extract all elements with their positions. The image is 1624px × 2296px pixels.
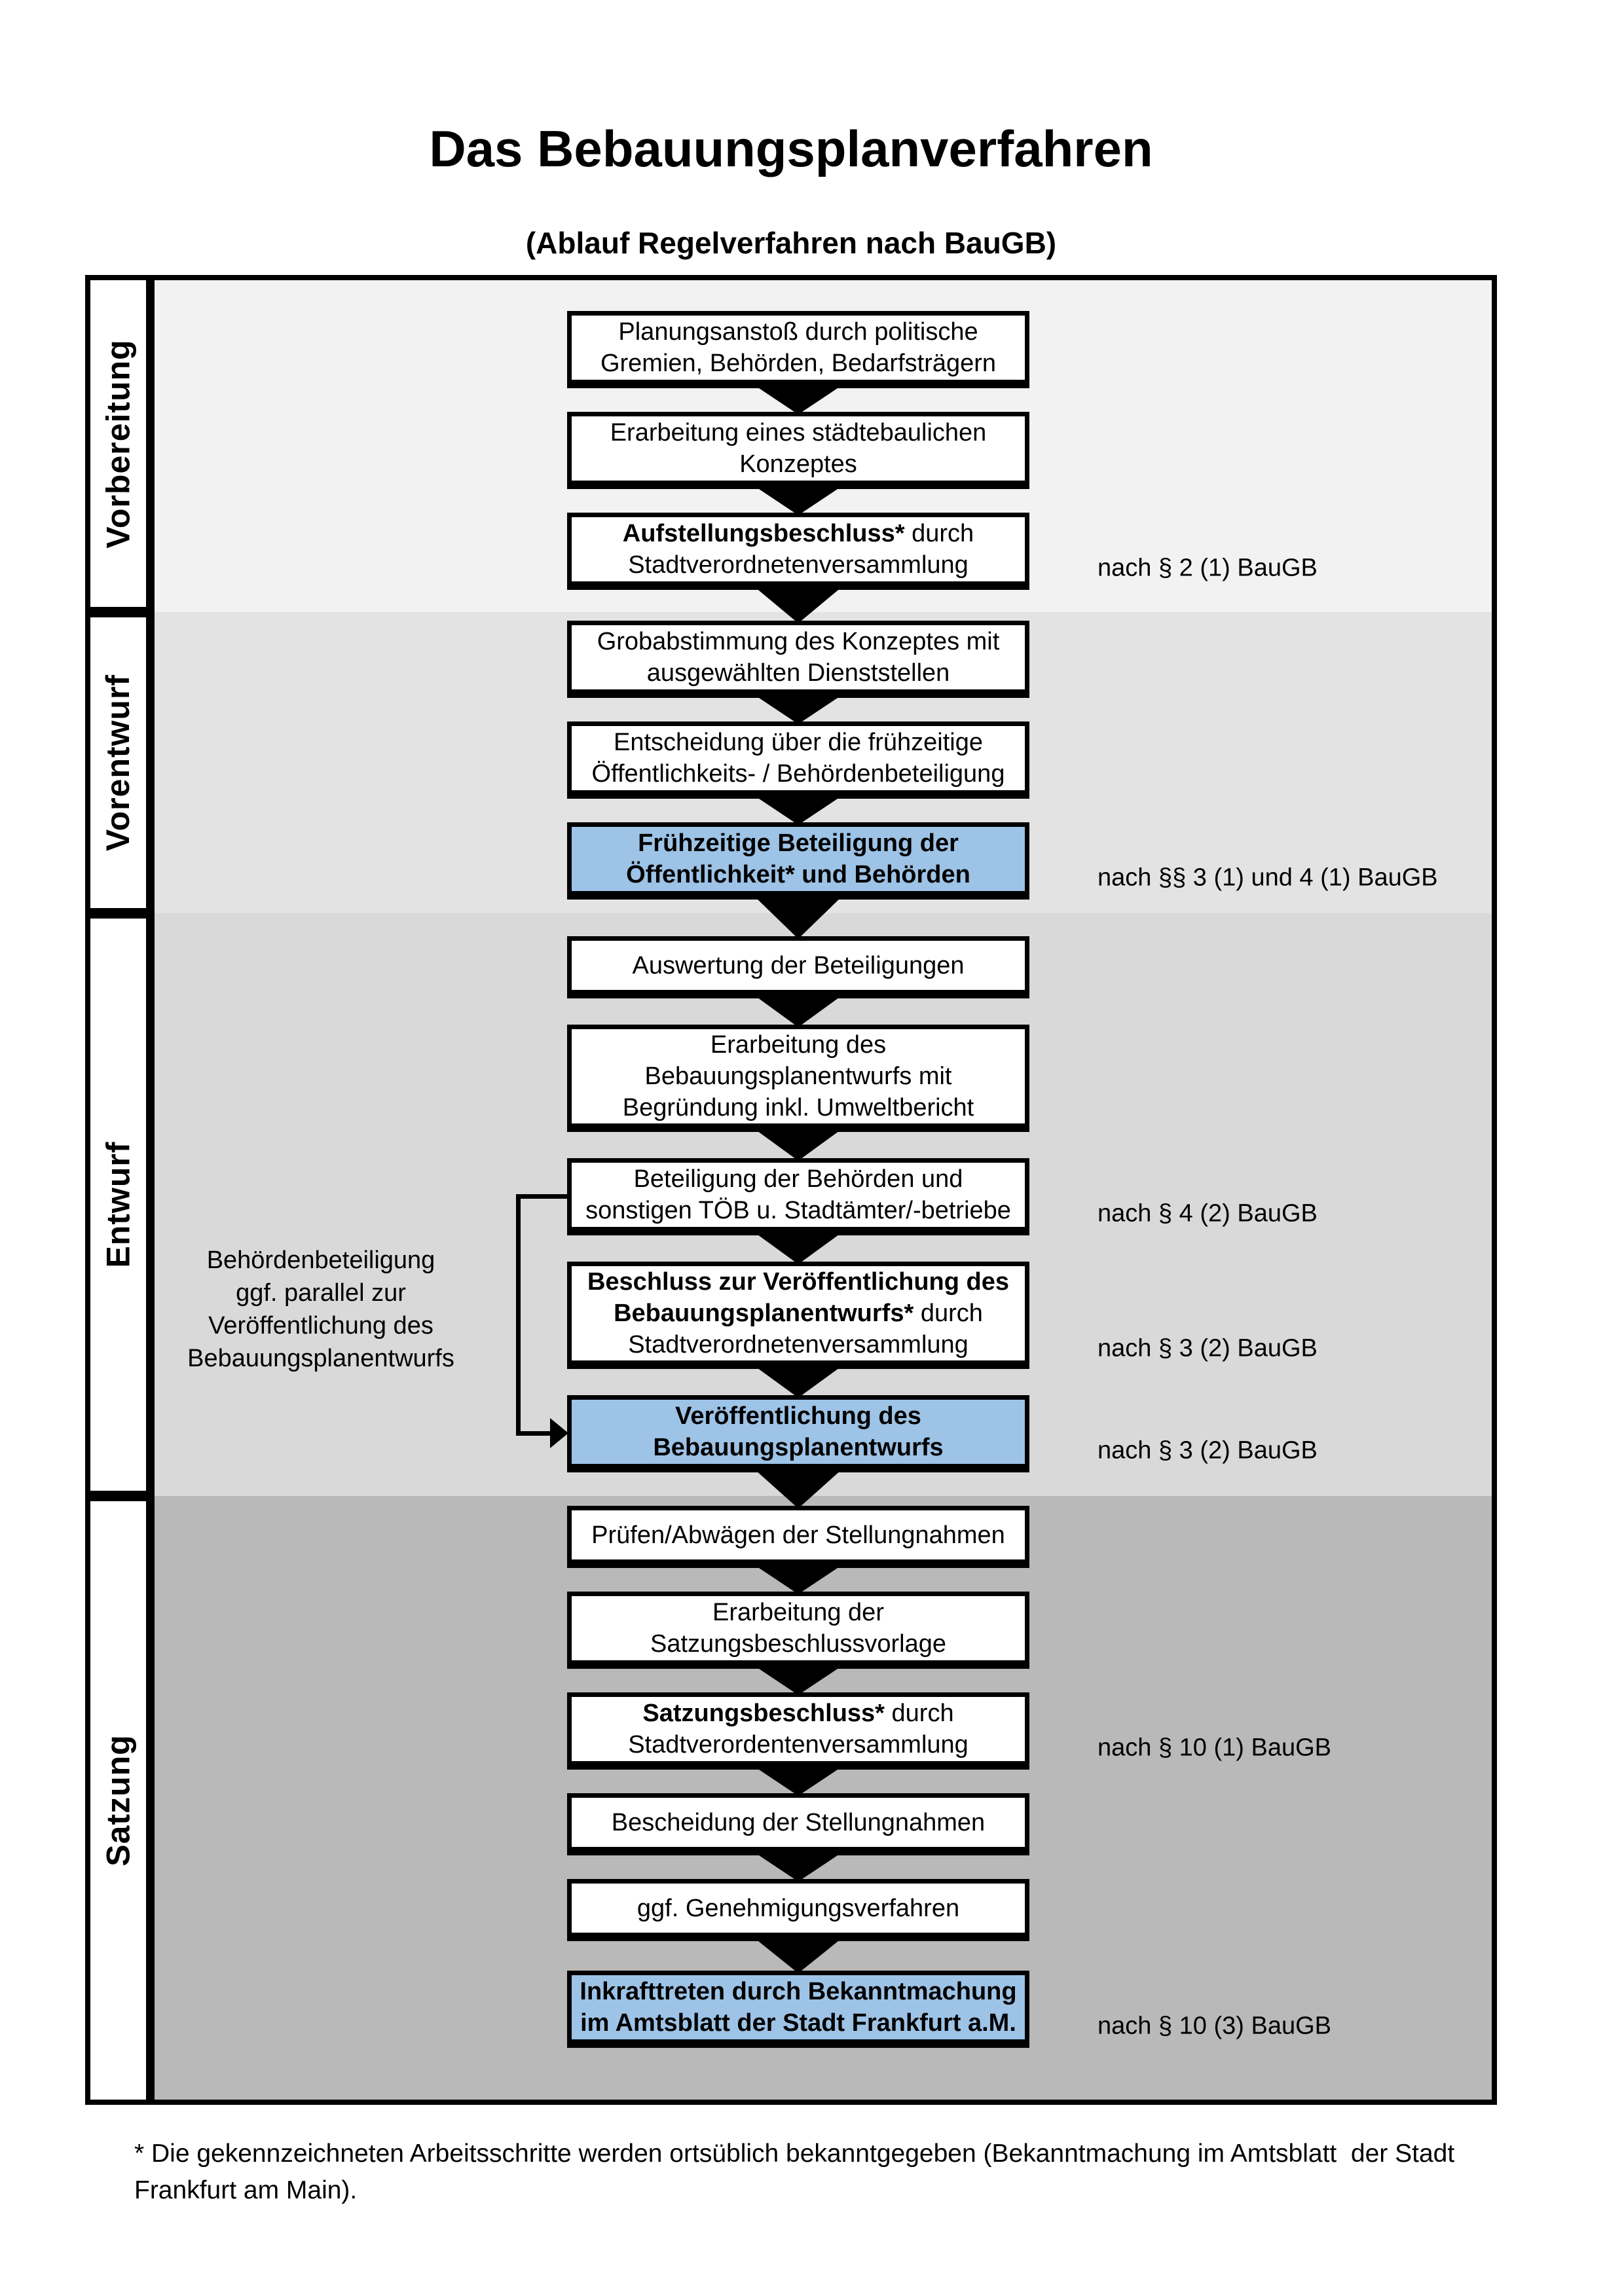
right-arrowhead-icon (550, 1418, 568, 1448)
section-label-vorentwurf: Vorentwurf (85, 612, 155, 913)
box-text-line: Gremien, Behörden, Bedarfsträgern (600, 350, 997, 377)
box-text-line: sonstigen TÖB u. Stadtämter/-betriebe (585, 1197, 1011, 1224)
box-text-line: Frühzeitige Beteiligung der (638, 829, 959, 857)
flow-box-b7: Auswertung der Beteiligungen (567, 936, 1029, 998)
box-text-line: Erarbeitung der (712, 1599, 884, 1626)
box-text-line: Öffentlichkeits- / Behördenbeteiligung (591, 760, 1005, 788)
elbow-connector-segment (516, 1431, 553, 1436)
section-label-satzung: Satzung (85, 1496, 155, 2105)
flow-arrow-down-icon (755, 1366, 841, 1398)
box-text-line: Stadtverordnetenversammlung (628, 1331, 969, 1358)
flow-box-b9: Beteiligung der Behörden und sonstigen TÖ… (567, 1158, 1029, 1235)
section-label-text: Satzung (100, 1734, 137, 1867)
box-text-line: Planungsanstoß durch politische (618, 318, 978, 346)
footnote: * Die gekennzeichneten Arbeitsschritte w… (134, 2140, 1455, 2204)
box-text-line: Grobabstimmung des Konzeptes mit (597, 628, 1000, 655)
parallel-note: Behördenbeteiligung ggf. parallel zur Ve… (187, 1247, 454, 1372)
box-text-line: Aufstellungsbeschluss* durch (622, 520, 974, 547)
flow-box-b4: Grobabstimmung des Konzeptes mit ausgewäh… (567, 621, 1029, 698)
legal-reference-a2: nach §§ 3 (1) und 4 (1) BauGB (1098, 864, 1438, 892)
flow-arrow-down-icon (755, 1939, 841, 1973)
box-text-line: Erarbeitung eines städtebaulichen (610, 419, 987, 446)
box-text-line: Bescheidung der Stellungnahmen (611, 1808, 986, 1836)
flow-arrow-down-icon (755, 587, 841, 623)
flow-box-b17: Inkrafttreten durch Bekanntmachung im Amt… (567, 1971, 1029, 2048)
box-text-line: Prüfen/Abwägen der Stellungnahmen (591, 1521, 1005, 1549)
flow-arrow-down-icon (755, 796, 841, 825)
box-text-line: Begründung inkl. Umweltbericht (622, 1094, 974, 1121)
box-text-line: im Amtsblatt der Stadt Frankfurt a.M. (580, 2009, 1016, 2037)
box-text-line: Auswertung der Beteiligungen (632, 951, 965, 979)
flow-arrow-down-icon (755, 486, 841, 515)
flow-arrow-down-icon (755, 897, 841, 939)
box-text-line: ausgewählten Dienststellen (646, 659, 950, 687)
box-text-line: Veröffentlichung des (675, 1402, 921, 1430)
box-text-line: Öffentlichkeit* und Behörden (626, 861, 970, 888)
flow-arrow-down-icon (755, 1470, 841, 1508)
legal-reference-a4: nach § 3 (2) BauGB (1098, 1334, 1318, 1362)
legal-reference-a3: nach § 4 (2) BauGB (1098, 1199, 1318, 1228)
box-text-line: Bebauungsplanentwurfs (653, 1434, 944, 1461)
flow-arrow-down-icon (755, 386, 841, 414)
diagram-title: Das Bebauungsplanverfahren (429, 120, 1153, 177)
legal-reference-a5: nach § 3 (2) BauGB (1098, 1436, 1318, 1465)
flow-arrow-down-icon (755, 1767, 841, 1796)
box-text-line: Stadtverordnetenversammlung (628, 551, 969, 579)
flow-arrow-down-icon (755, 996, 841, 1027)
section-label-vorbereitung: Vorbereitung (85, 275, 155, 612)
box-text-line: Bebauungsplanentwurfs* durch (614, 1300, 983, 1327)
flow-arrow-down-icon (755, 1233, 841, 1264)
box-text-line: ggf. Genehmigungsverfahren (637, 1894, 960, 1922)
box-text-line: Beteiligung der Behörden und (633, 1165, 963, 1193)
section-label-text: Vorentwurf (100, 674, 137, 852)
box-text-line: Entscheidung über die frühzeitige (613, 729, 984, 756)
elbow-connector-segment (516, 1194, 521, 1436)
flow-arrow-down-icon (755, 695, 841, 724)
section-label-text: Entwurf (100, 1141, 137, 1268)
legal-reference-a7: nach § 10 (3) BauGB (1098, 2012, 1331, 2040)
flow-arrow-down-icon (755, 1565, 841, 1594)
section-label-entwurf: Entwurf (85, 913, 155, 1496)
flow-box-b16: ggf. Genehmigungsverfahren (567, 1879, 1029, 1941)
flow-arrow-down-icon (755, 1853, 841, 1882)
box-text-line: Stadtverordentenversammlung (628, 1731, 969, 1758)
elbow-connector-segment (516, 1194, 567, 1199)
flow-arrow-down-icon (755, 1666, 841, 1695)
legal-reference-a1: nach § 2 (1) BauGB (1098, 554, 1318, 582)
box-text-line: Bebauungsplanentwurfs mit (644, 1063, 952, 1090)
box-text-line: Inkrafttreten durch Bekanntmachung (580, 1978, 1017, 2005)
diagram-subtitle: (Ablauf Regelverfahren nach BauGB) (525, 226, 1057, 260)
box-text-line: Satzungsbeschlussvorlage (650, 1630, 947, 1658)
flow-box-b12: Prüfen/Abwägen der Stellungnahmen (567, 1506, 1029, 1568)
box-text-line: Satzungsbeschluss* durch (642, 1700, 954, 1727)
section-label-text: Vorbereitung (100, 338, 137, 549)
box-text-line: Beschluss zur Veröffentlichung des (587, 1268, 1010, 1296)
box-text-line: Konzeptes (739, 450, 857, 478)
flow-arrow-down-icon (755, 1129, 841, 1161)
flow-box-b15: Bescheidung der Stellungnahmen (567, 1793, 1029, 1855)
legal-reference-a6: nach § 10 (1) BauGB (1098, 1734, 1331, 1762)
box-text-line: Erarbeitung des (710, 1031, 887, 1059)
